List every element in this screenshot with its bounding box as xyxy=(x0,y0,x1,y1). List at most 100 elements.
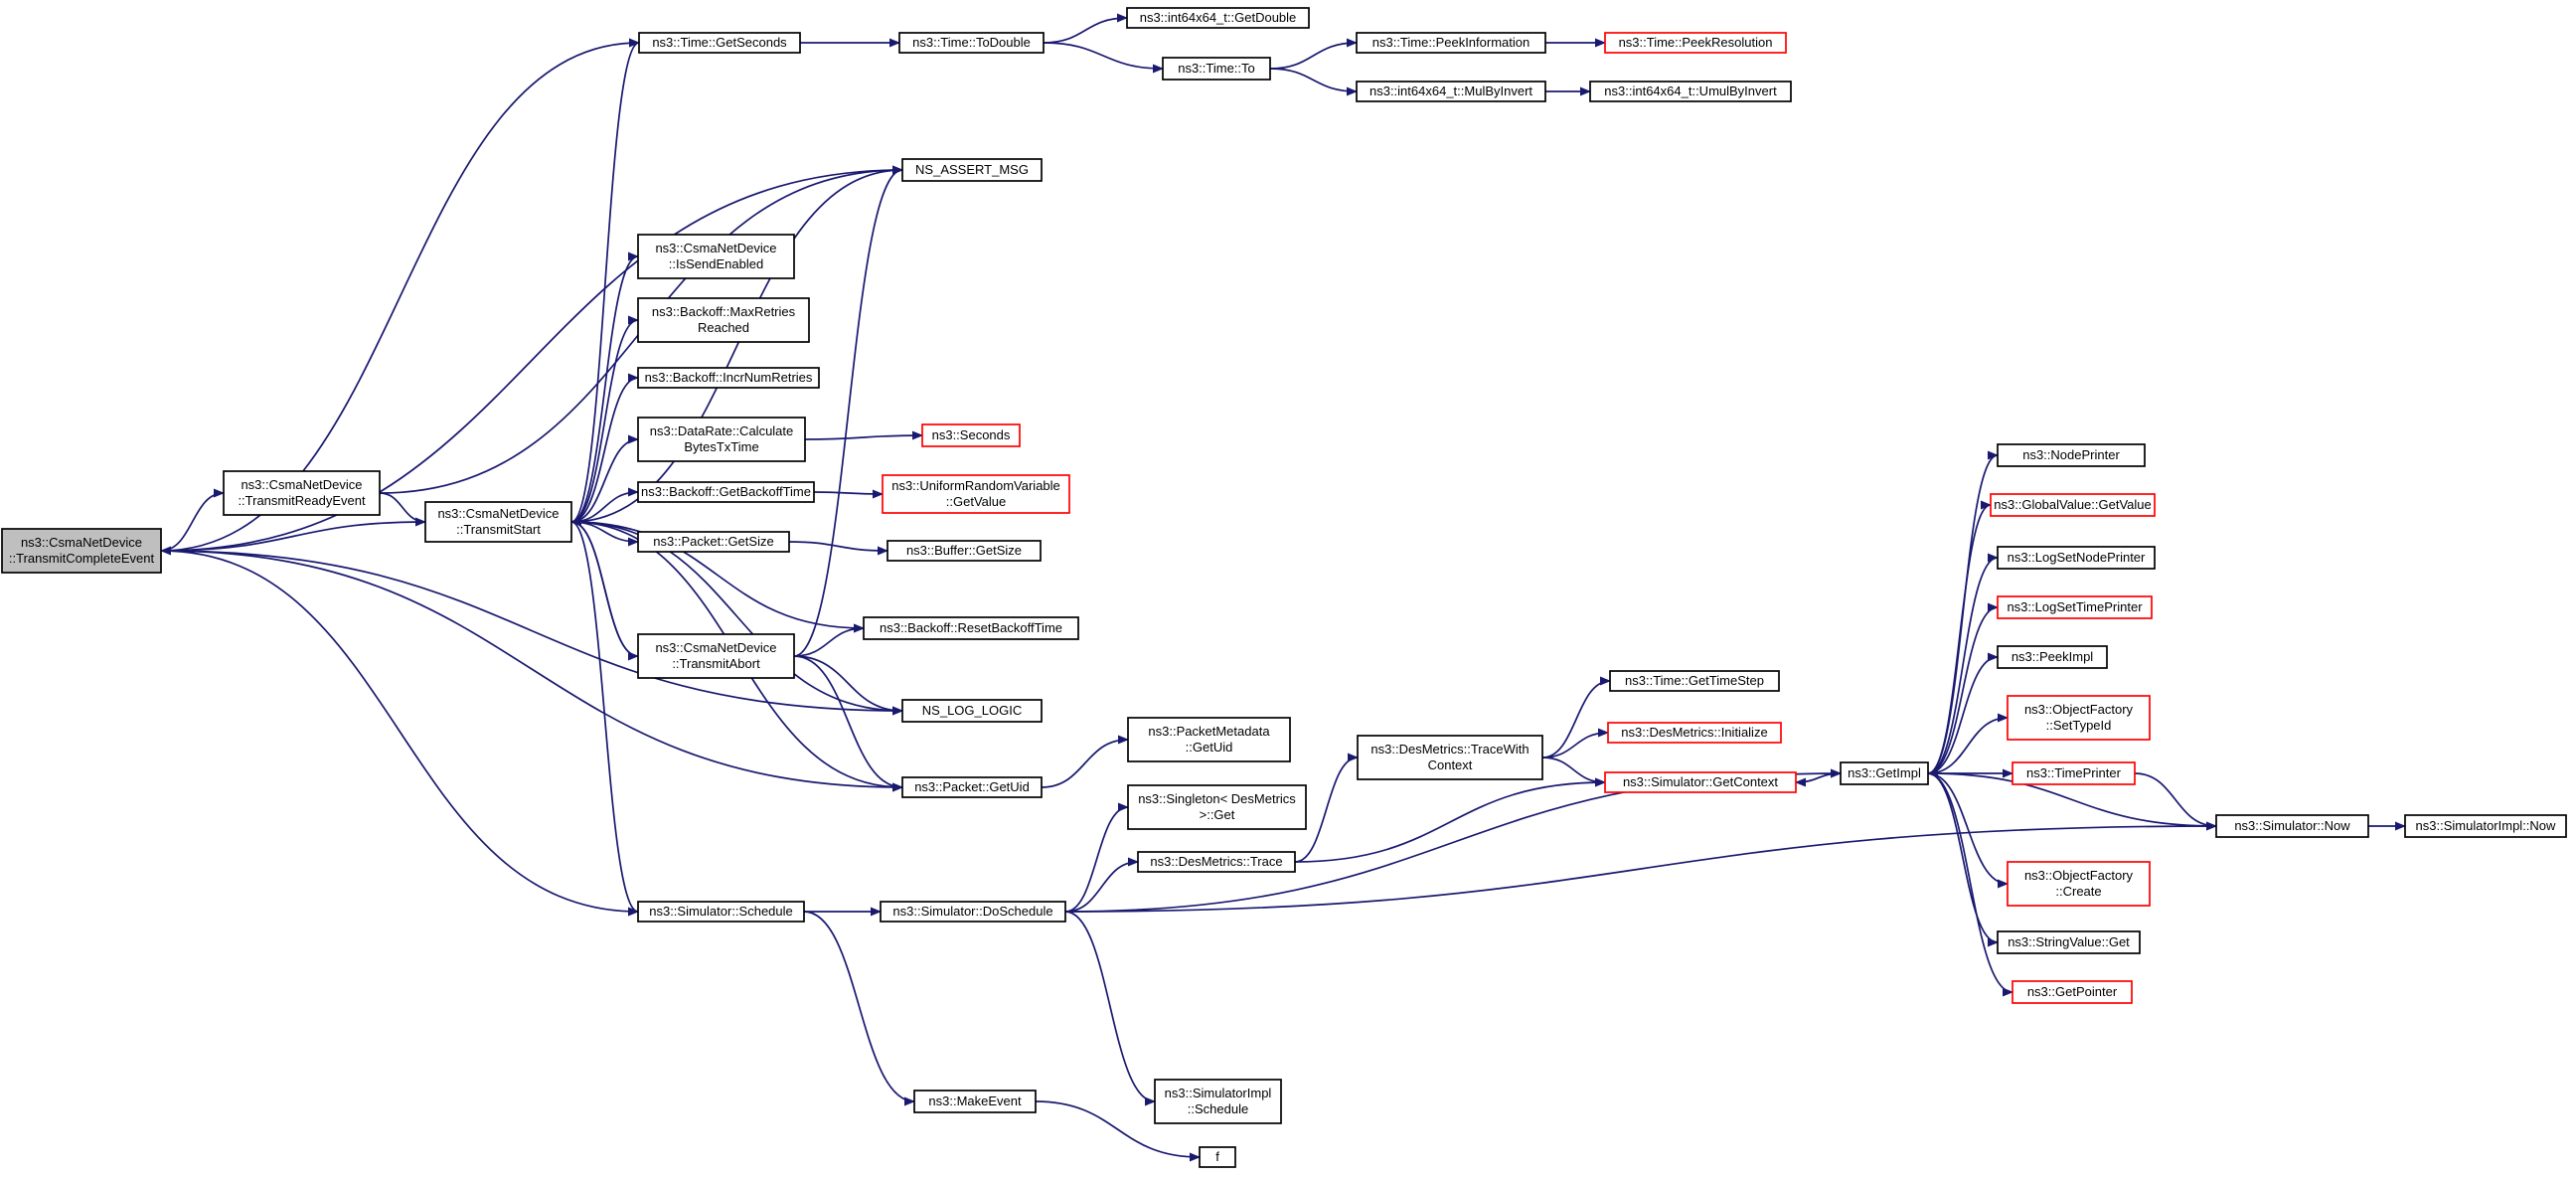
node-i64getdouble[interactable]: ns3::int64x64_t::GetDouble xyxy=(1126,7,1310,29)
node-box[interactable] xyxy=(901,158,1043,182)
node-todouble[interactable]: ns3::Time::ToDouble xyxy=(898,32,1045,54)
node-box[interactable] xyxy=(637,481,815,503)
node-mulbyinv[interactable]: ns3::int64x64_t::MulByInvert xyxy=(1356,81,1546,102)
node-simnow[interactable]: ns3::Simulator::Now xyxy=(2215,814,2369,838)
node-dminit[interactable]: ns3::DesMetrics::Initialize xyxy=(1607,722,1782,744)
node-loglogic[interactable]: NS_LOG_LOGIC xyxy=(901,699,1043,723)
node-box[interactable] xyxy=(1,528,162,574)
node-box[interactable] xyxy=(2404,814,2567,838)
node-urv[interactable]: ns3::UniformRandomVariable::GetValue xyxy=(882,474,1070,514)
node-box[interactable] xyxy=(1607,722,1782,744)
node-box[interactable] xyxy=(1357,735,1543,780)
node-box[interactable] xyxy=(921,423,1021,447)
node-ts[interactable]: ns3::CsmaNetDevice::TransmitStart xyxy=(424,501,572,543)
node-timestep[interactable]: ns3::Time::GetTimeStep xyxy=(1609,670,1780,692)
node-dosched[interactable]: ns3::Simulator::DoSchedule xyxy=(880,901,1066,923)
node-box[interactable] xyxy=(2012,761,2136,785)
node-nodeprinter[interactable]: ns3::NodePrinter xyxy=(1997,443,2146,467)
node-tre[interactable]: ns3::CsmaNetDevice::TransmitReadyEvent xyxy=(223,470,381,516)
node-peekimpl[interactable]: ns3::PeekImpl xyxy=(1997,645,2108,669)
node-box[interactable] xyxy=(1137,851,1296,873)
node-pktuid[interactable]: ns3::Packet::GetUid xyxy=(901,776,1043,798)
node-implnow[interactable]: ns3::SimulatorImpl::Now xyxy=(2404,814,2567,838)
node-pktsize[interactable]: ns3::Packet::GetSize xyxy=(637,531,790,553)
node-box[interactable] xyxy=(1162,57,1271,81)
node-box[interactable] xyxy=(886,540,1042,562)
node-peekres[interactable]: ns3::Time::PeekResolution xyxy=(1604,32,1787,54)
node-schedule[interactable]: ns3::Simulator::Schedule xyxy=(637,901,805,923)
node-timeto[interactable]: ns3::Time::To xyxy=(1162,57,1271,81)
node-assert[interactable]: NS_ASSERT_MSG xyxy=(901,158,1043,182)
node-box[interactable] xyxy=(1127,784,1307,830)
node-getpointer[interactable]: ns3::GetPointer xyxy=(2012,980,2133,1004)
node-box[interactable] xyxy=(637,901,805,923)
node-getimpl[interactable]: ns3::GetImpl xyxy=(1840,761,1929,785)
node-singleton[interactable]: ns3::Singleton< DesMetrics>::Get xyxy=(1127,784,1307,830)
node-makeevent[interactable]: ns3::MakeEvent xyxy=(913,1090,1037,1113)
node-box[interactable] xyxy=(2007,695,2151,741)
node-issend[interactable]: ns3::CsmaNetDevice::IsSendEnabled xyxy=(637,234,795,279)
node-lognp[interactable]: ns3::LogSetNodePrinter xyxy=(1997,546,2156,570)
node-box[interactable] xyxy=(223,470,381,516)
node-f[interactable]: f xyxy=(1199,1146,1236,1168)
node-box[interactable] xyxy=(637,297,810,343)
node-implsched[interactable]: ns3::SimulatorImpl::Schedule xyxy=(1154,1079,1282,1124)
node-getsec[interactable]: ns3::Time::GetSeconds xyxy=(638,32,801,54)
node-box[interactable] xyxy=(637,234,795,279)
node-getbackoff[interactable]: ns3::Backoff::GetBackoffTime xyxy=(637,481,815,503)
node-box[interactable] xyxy=(901,699,1043,723)
node-ofsettype[interactable]: ns3::ObjectFactory::SetTypeId xyxy=(2007,695,2151,741)
node-getctx[interactable]: ns3::Simulator::GetContext xyxy=(1604,771,1797,793)
node-box[interactable] xyxy=(1154,1079,1282,1124)
node-box[interactable] xyxy=(1997,645,2108,669)
node-box[interactable] xyxy=(637,367,820,389)
node-box[interactable] xyxy=(1356,32,1546,54)
node-peekinfo[interactable]: ns3::Time::PeekInformation xyxy=(1356,32,1546,54)
node-box[interactable] xyxy=(882,474,1070,514)
node-seconds[interactable]: ns3::Seconds xyxy=(921,423,1021,447)
node-box[interactable] xyxy=(1997,930,2141,954)
node-box[interactable] xyxy=(1997,595,2153,619)
node-tabort[interactable]: ns3::CsmaNetDevice::TransmitAbort xyxy=(637,633,795,679)
node-ofcreate[interactable]: ns3::ObjectFactory::Create xyxy=(2007,861,2151,907)
node-gvget[interactable]: ns3::GlobalValue::GetValue xyxy=(1990,493,2156,517)
node-resetbo[interactable]: ns3::Backoff::ResetBackoffTime xyxy=(863,616,1079,640)
node-umulbyinv[interactable]: ns3::int64x64_t::UmulByInvert xyxy=(1589,81,1792,102)
node-box[interactable] xyxy=(1997,546,2156,570)
node-box[interactable] xyxy=(2215,814,2369,838)
node-logtp[interactable]: ns3::LogSetTimePrinter xyxy=(1997,595,2153,619)
node-box[interactable] xyxy=(424,501,572,543)
node-box[interactable] xyxy=(1604,32,1787,54)
node-box[interactable] xyxy=(2012,980,2133,1004)
node-box[interactable] xyxy=(1127,717,1291,762)
node-box[interactable] xyxy=(1126,7,1310,29)
node-box[interactable] xyxy=(638,32,801,54)
node-box[interactable] xyxy=(1997,443,2146,467)
node-box[interactable] xyxy=(2007,861,2151,907)
node-box[interactable] xyxy=(1199,1146,1236,1168)
node-tce[interactable]: ns3::CsmaNetDevice::TransmitCompleteEven… xyxy=(1,528,162,574)
node-svget[interactable]: ns3::StringValue::Get xyxy=(1997,930,2141,954)
node-box[interactable] xyxy=(1990,493,2156,517)
node-dmtrace[interactable]: ns3::DesMetrics::Trace xyxy=(1137,851,1296,873)
node-timeprinter[interactable]: ns3::TimePrinter xyxy=(2012,761,2136,785)
node-box[interactable] xyxy=(901,776,1043,798)
node-bufsize[interactable]: ns3::Buffer::GetSize xyxy=(886,540,1042,562)
node-box[interactable] xyxy=(1356,81,1546,102)
node-box[interactable] xyxy=(863,616,1079,640)
node-box[interactable] xyxy=(637,531,790,553)
node-box[interactable] xyxy=(898,32,1045,54)
node-box[interactable] xyxy=(1589,81,1792,102)
node-metauid[interactable]: ns3::PacketMetadata::GetUid xyxy=(1127,717,1291,762)
node-box[interactable] xyxy=(637,633,795,679)
node-box[interactable] xyxy=(1840,761,1929,785)
node-box[interactable] xyxy=(637,417,806,462)
node-incr[interactable]: ns3::Backoff::IncrNumRetries xyxy=(637,367,820,389)
node-box[interactable] xyxy=(880,901,1066,923)
node-box[interactable] xyxy=(1604,771,1797,793)
node-box[interactable] xyxy=(1609,670,1780,692)
node-box[interactable] xyxy=(913,1090,1037,1113)
